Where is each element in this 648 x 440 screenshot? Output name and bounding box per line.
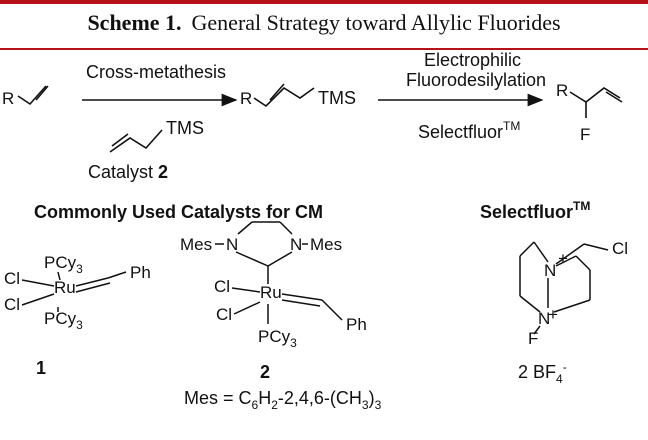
product-f-label: F [580,125,590,144]
svg-text:N: N [538,309,550,328]
top-rule [0,0,648,4]
product-r-label: R [556,81,568,100]
step1-catalyst: Catalyst 2 [88,162,168,182]
intermediate-tms-label: TMS [318,88,356,108]
svg-text:PCy3: PCy3 [44,253,83,276]
svg-text:Ph: Ph [346,315,367,334]
scheme-title: Scheme 1. General Strategy toward Allylic… [0,10,648,36]
selectfluor-header: SelectfluorTM [480,199,590,222]
allyltms-reagent [109,129,163,153]
svg-text:Cl: Cl [4,295,20,314]
svg-text:N: N [226,235,238,254]
catalyst-1-number: 1 [36,358,46,378]
svg-text:PCy3: PCy3 [258,327,297,350]
svg-text:Ru: Ru [54,278,76,297]
svg-text:N: N [544,261,556,280]
scheme-label: Scheme 1. [87,10,182,35]
step2-condition-2: Fluorodesilylation [406,70,546,90]
step2-reagent: SelectfluorTM [418,119,520,142]
step1-condition: Cross-metathesis [86,62,226,82]
intermediate-allylsilane [253,83,315,108]
svg-text:N: N [290,235,302,254]
catalyst-2-structure: Mes N N Mes Cl Ru Cl PCy3 Ph [180,221,367,350]
mes-definition: Mes = C6H2-2,4,6-(CH3)3 [184,388,382,412]
svg-text:Ph: Ph [130,263,151,282]
reagent-tms-label: TMS [166,118,204,138]
catalyst-2-number: 2 [260,362,270,382]
svg-text:Cl: Cl [612,239,628,258]
svg-text:Cl: Cl [216,305,232,324]
start-r-label: R [2,89,14,108]
svg-text:Mes: Mes [180,235,212,254]
catalysts-header: Commonly Used Catalysts for CM [34,202,323,222]
svg-text:Mes: Mes [310,235,342,254]
svg-text:Cl: Cl [4,269,20,288]
svg-text:PCy3: PCy3 [44,309,83,332]
product-allyl-fluoride [569,87,623,118]
scheme-caption: General Strategy toward Allylic Fluoride… [191,10,561,35]
starting-alkene [17,85,49,106]
selectfluor-structure: N + N + F Cl [519,239,628,348]
svg-text:F: F [528,329,538,348]
selectfluor-counterion: 2 BF4- [518,360,567,386]
svg-text:+: + [548,305,558,324]
intermediate-r-label: R [240,89,252,108]
svg-text:Cl: Cl [214,277,230,296]
catalyst-1-structure: PCy3 Cl Ru Cl PCy3 Ph [4,253,151,332]
step2-condition-1: Electrophilic [424,50,521,70]
title-rule [0,48,648,50]
svg-text:Ru: Ru [260,283,282,302]
